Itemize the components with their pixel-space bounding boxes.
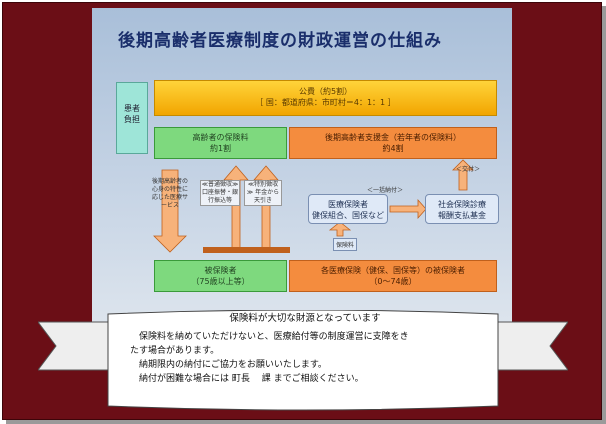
ribbon-right-tail — [487, 321, 568, 371]
grant-arrow-up — [452, 159, 474, 191]
support-funds-box: 後期高齢者支援金（若年者の保険料） 約4割 — [289, 127, 497, 159]
insured-elderly-age: （75歳以上等） — [191, 277, 250, 286]
notice-line-1: 保険料を納めていただけないと、医療給付等の制度運営に支障をき — [130, 332, 409, 342]
premium-label: 保険料 — [333, 238, 358, 251]
payment-fund-line2: 報酬支払基金 — [438, 211, 486, 220]
elderly-premium-title: 高齢者の保険料 — [192, 133, 249, 142]
normal-collection-arrow-up — [223, 165, 249, 251]
ribbon-body — [107, 310, 499, 411]
public-funds-box: 公費（約5割） ［ 国：都道府県：市町村＝4：1：1 ］ — [154, 80, 497, 116]
insured-elderly-title: 被保険者 — [204, 266, 237, 275]
notice-line-3: 納期限内の納付にご協力をお願いいたします。 — [130, 360, 327, 370]
ribbon-left-tail — [38, 321, 119, 371]
insurer-detail: 健保組合、国保など — [312, 211, 384, 220]
grant-label: ＜交付＞ — [456, 166, 481, 173]
page-title: 後期高齢者医療制度の財政運営の仕組み — [118, 31, 442, 51]
elderly-premium-ratio: 約1割 — [209, 144, 232, 153]
special-collection-note: ≪特別徴収≫ 年金から天引き — [244, 180, 282, 206]
medical-service-note: 後期高齢者の心身の特性に応じた医療サービス — [151, 178, 188, 209]
service-arrow-down — [153, 169, 187, 253]
insured-elderly-box: 被保険者 （75歳以上等） — [154, 260, 287, 292]
public-funds-title: 公費（約5割） — [298, 87, 353, 96]
notice-ribbon — [38, 310, 568, 411]
notice-line-2: たす場合があります。 — [130, 346, 220, 356]
lump-sum-label: ＜一括納付＞ — [367, 187, 404, 194]
payment-fund-box: 社会保険診療 報酬支払基金 — [425, 194, 499, 224]
support-funds-ratio: 約4割 — [382, 144, 404, 153]
normal-collection-note: ≪普通徴収≫ 口座振替・銀行振込等 — [200, 180, 240, 206]
elderly-premium-box: 高齢者の保険料 約1割 — [154, 127, 287, 159]
lump-sum-arrow-right — [389, 198, 427, 220]
notice-line-4: 納付が困難な場合には 町長 課 までご相談ください。 — [130, 374, 364, 384]
insured-young-title: 各医療保険（健保、国保等）の被保険者 — [321, 266, 465, 275]
insurer-box: 医療保険者 健保組合、国保など — [308, 194, 388, 224]
insured-young-box: 各医療保険（健保、国保等）の被保険者 （0〜74歳） — [289, 260, 497, 292]
public-funds-ratio: ［ 国：都道府県：市町村＝4：1：1 ］ — [255, 98, 396, 107]
premium-arrow-up — [328, 221, 352, 237]
insured-young-age: （0〜74歳） — [369, 277, 417, 286]
patient-burden-label: 患者負担 — [124, 104, 140, 124]
payment-fund-line1: 社会保険診療 — [438, 200, 486, 209]
patient-burden-box: 患者負担 — [116, 82, 148, 154]
insurer-title: 医療保険者 — [328, 200, 368, 209]
support-funds-title: 後期高齢者支援金（若年者の保険料） — [325, 133, 461, 142]
special-collection-arrow-up — [253, 165, 279, 251]
notice-heading: 保険料が大切な財源となっています — [229, 313, 381, 324]
notice-text: 保険料が大切な財源となっています 保険料を納めていただけないと、医療給付等の制度… — [130, 312, 480, 386]
